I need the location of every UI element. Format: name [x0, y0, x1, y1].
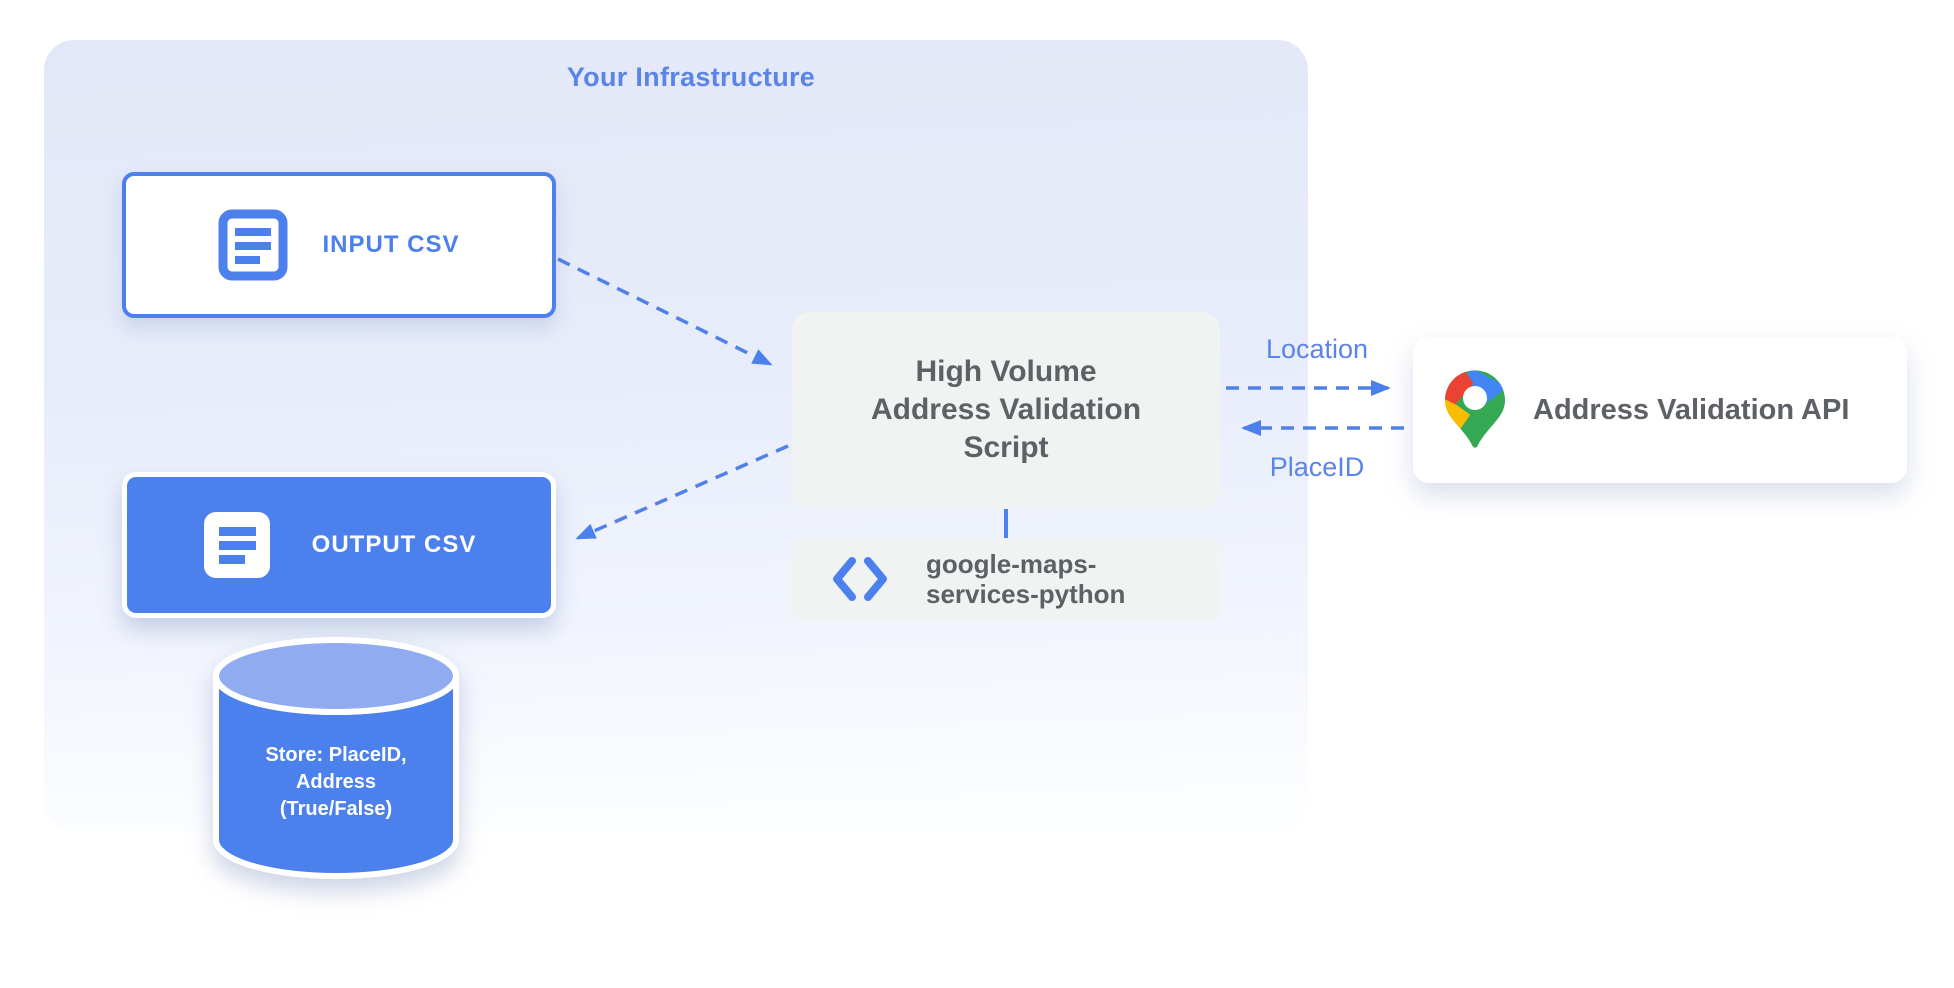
api-node: Address Validation API: [1413, 337, 1907, 483]
output-csv-label: OUTPUT CSV: [311, 531, 477, 558]
datastore-line: Address: [295, 771, 377, 793]
infrastructure-title: Your Infrastructure: [566, 62, 816, 92]
library-line: google-maps-: [926, 549, 1097, 579]
library-label: google-maps- services-python: [926, 549, 1125, 609]
database-cylinder: [213, 637, 459, 879]
datastore-line: Store: PlaceID,: [265, 744, 407, 766]
input-csv-label: INPUT CSV: [322, 231, 460, 258]
script-line: High Volume: [915, 355, 1097, 388]
script-node: High Volume Address Validation Script: [792, 312, 1220, 508]
document-icon: [218, 209, 288, 281]
api-label: Address Validation API: [1533, 393, 1850, 426]
placeid-edge-label: PlaceID: [1269, 452, 1365, 482]
input-csv-node: INPUT CSV: [122, 172, 556, 318]
datastore-label: Store: PlaceID, Address (True/False): [216, 742, 456, 823]
library-line: services-python: [926, 579, 1126, 609]
output-csv-node: OUTPUT CSV: [122, 472, 556, 618]
script-library-connector: [1004, 509, 1008, 539]
library-node: google-maps- services-python: [792, 538, 1220, 620]
google-maps-pin-icon: [1445, 370, 1505, 448]
code-icon: [833, 557, 887, 601]
datastore-line: (True/False): [279, 798, 393, 820]
script-line: Address Validation: [870, 393, 1142, 426]
script-line: Script: [963, 431, 1049, 464]
document-icon: [203, 512, 270, 578]
location-edge-label: Location: [1265, 334, 1369, 364]
